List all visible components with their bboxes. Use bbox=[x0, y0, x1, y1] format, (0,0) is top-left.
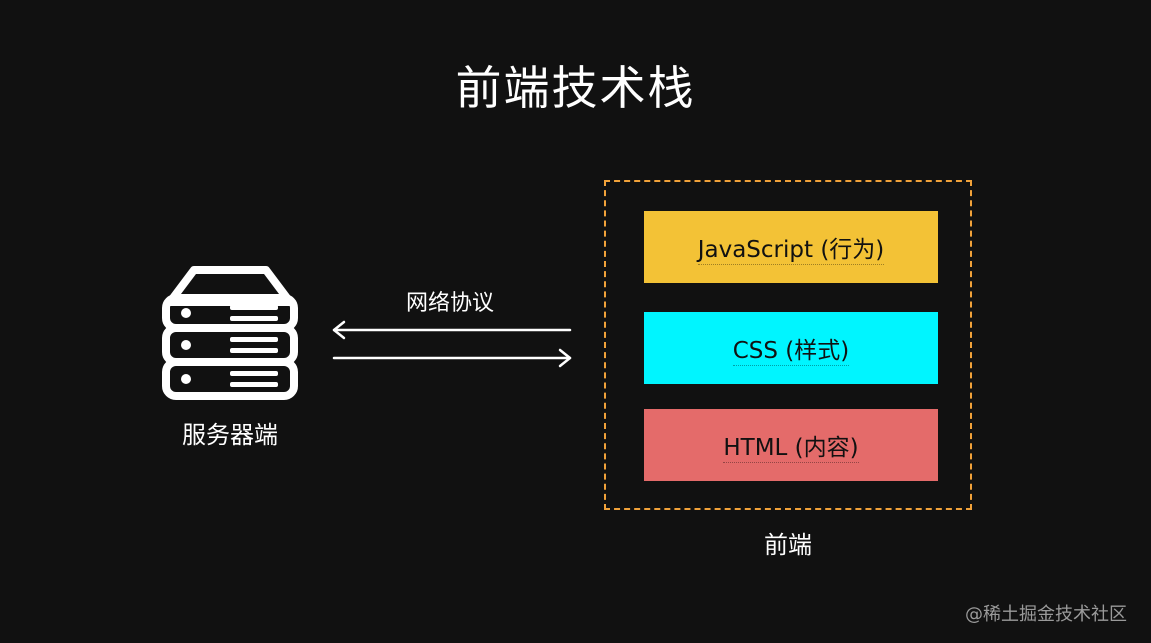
layer-html-label: HTML (内容) bbox=[723, 428, 859, 463]
layer-html: HTML (内容) bbox=[644, 409, 938, 481]
layer-css: CSS (样式) bbox=[644, 312, 938, 384]
frontend-container bbox=[604, 180, 972, 510]
layer-javascript: JavaScript (行为) bbox=[644, 211, 938, 283]
page-title: 前端技术栈 bbox=[455, 61, 696, 115]
watermark: @稀土掘金技术社区 bbox=[965, 604, 1127, 625]
protocol-label: 网络协议 bbox=[405, 291, 494, 316]
frontend-label: 前端 bbox=[764, 531, 812, 559]
layer-css-label: CSS (样式) bbox=[732, 331, 850, 366]
server-label: 服务器端 bbox=[182, 421, 278, 449]
server-icon bbox=[162, 266, 298, 400]
bidirectional-arrows bbox=[332, 320, 572, 368]
layer-javascript-label: JavaScript (行为) bbox=[697, 230, 885, 265]
